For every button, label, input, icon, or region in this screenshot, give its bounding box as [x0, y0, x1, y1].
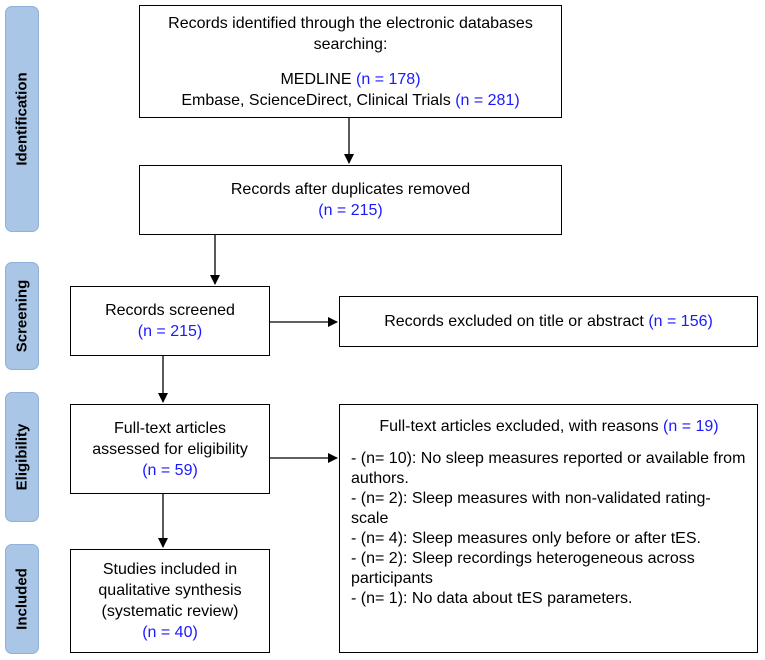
- exclusion-reason: - (n= 1): No data about tES parameters.: [351, 590, 633, 607]
- exclusion-reason: - (n= 2): Sleep measures with non-valida…: [351, 490, 711, 527]
- box-records-screened: Records screened (n = 215): [70, 286, 270, 356]
- box-studies-included: Studies included in qualitative synthesi…: [70, 549, 270, 653]
- box-records-after-duplicates: Records after duplicates removed (n = 21…: [139, 165, 562, 235]
- included-line1: Studies included in: [102, 561, 238, 578]
- exclusion-reason: - (n= 10): No sleep measures reported or…: [351, 450, 746, 487]
- phase-identification: Identification: [5, 6, 39, 232]
- identified-medline: MEDLINE (n = 178): [140, 69, 561, 90]
- excluded-title-label: Records excluded on title or abstract: [384, 313, 644, 330]
- duplicates-count: (n = 215): [318, 202, 383, 219]
- identified-other: Embase, ScienceDirect, Clinical Trials (…: [140, 90, 561, 111]
- identified-line1: Records identified through the electroni…: [168, 14, 533, 32]
- excluded-title-count: (n = 156): [648, 313, 713, 330]
- fulltext-excluded-count: (n = 19): [663, 418, 719, 435]
- identified-line2: searching:: [313, 35, 388, 53]
- screened-label: Records screened: [105, 302, 235, 319]
- other-databases-label: Embase, ScienceDirect, Clinical Trials: [181, 91, 451, 109]
- included-line2: qualitative synthesis: [98, 582, 242, 599]
- screened-count: (n = 215): [137, 323, 203, 340]
- medline-count: (n = 178): [356, 70, 421, 88]
- fulltext-count: (n = 59): [142, 461, 198, 479]
- duplicates-label: Records after duplicates removed: [230, 181, 471, 198]
- phase-included: Included: [5, 544, 39, 654]
- box-records-excluded-title: Records excluded on title or abstract (n…: [339, 296, 758, 347]
- other-databases-count: (n = 281): [455, 91, 520, 109]
- fulltext-line1: Full-text articles: [113, 419, 227, 437]
- phase-screening: Screening: [5, 262, 39, 370]
- included-line3: (systematic review): [101, 603, 239, 620]
- included-count: (n = 40): [142, 624, 198, 641]
- fulltext-excluded-heading: Full-text articles excluded, with reason…: [351, 416, 747, 437]
- box-fulltext-assessed: Full-text articles assessed for eligibil…: [70, 404, 270, 494]
- box-fulltext-excluded: Full-text articles excluded, with reason…: [339, 404, 758, 653]
- fulltext-excluded-label: Full-text articles excluded, with reason…: [379, 418, 659, 435]
- fulltext-line2: assessed for eligibility: [92, 440, 248, 458]
- excluded-title-line: Records excluded on title or abstract (n…: [340, 311, 757, 332]
- medline-label: MEDLINE: [280, 70, 352, 88]
- exclusion-reason: - (n= 2): Sleep recordings heterogeneous…: [351, 550, 695, 587]
- phase-eligibility: Eligibility: [5, 392, 39, 522]
- exclusion-reason: - (n= 4): Sleep measures only before or …: [351, 530, 701, 547]
- box-records-identified: Records identified through the electroni…: [139, 5, 562, 118]
